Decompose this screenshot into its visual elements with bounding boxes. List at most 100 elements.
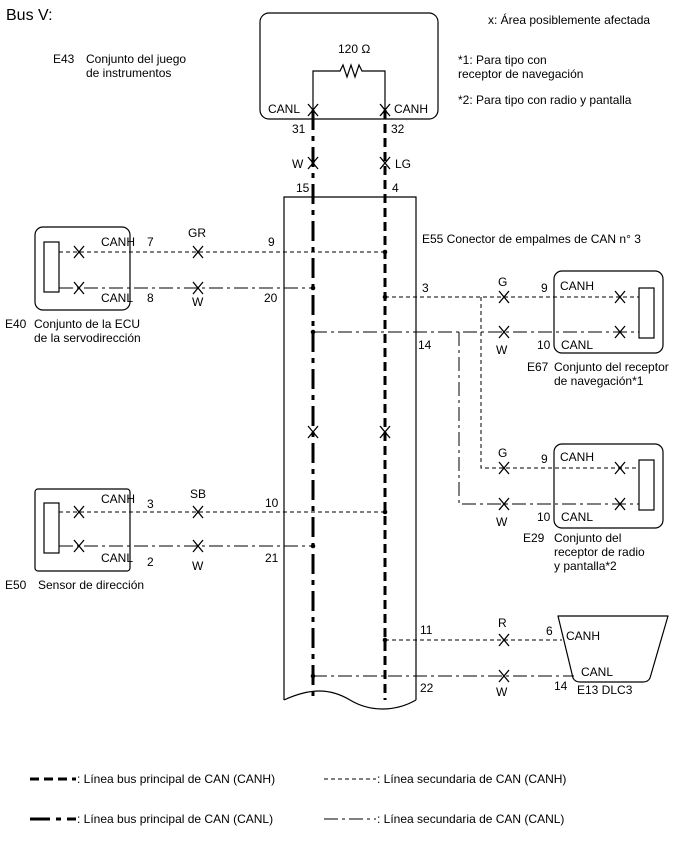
e43-canl-label: CANL bbox=[268, 102, 300, 116]
x-mark bbox=[498, 290, 510, 304]
e43-wire-canh: LG bbox=[395, 157, 411, 171]
e43-name-line2: de instrumentos bbox=[86, 66, 171, 80]
e50-code: E50 bbox=[5, 578, 27, 592]
e13-jpin-canl: 22 bbox=[420, 681, 434, 695]
e67-jpin-canl: 14 bbox=[418, 338, 432, 352]
e13-jpin-canh: 11 bbox=[420, 623, 433, 637]
e40-box bbox=[34, 226, 131, 311]
e40-power-steering-ecu: CANH CANL 7 8 GR W 9 20 E40 Conjunto de … bbox=[5, 226, 385, 345]
e67-name-line1: Conjunto del receptor bbox=[554, 360, 669, 374]
e50-jpin-canl: 21 bbox=[265, 551, 279, 565]
splice-dot bbox=[310, 673, 316, 679]
e55-box bbox=[283, 196, 417, 700]
legend-note: x: Área posiblemente afectada bbox=[488, 12, 650, 27]
e29-name-line2: receptor de radio bbox=[554, 545, 645, 559]
x-mark bbox=[614, 497, 626, 511]
splice-dot bbox=[382, 294, 388, 300]
note-1-line1: *1: Para tipo con bbox=[458, 53, 547, 67]
e50-pin-canl: 2 bbox=[147, 555, 154, 569]
x-mark bbox=[307, 425, 319, 439]
legend-main-canl: : Línea bus principal de CAN (CANL) bbox=[77, 812, 273, 826]
x-mark bbox=[73, 505, 85, 519]
e43-resistor-label: 120 Ω bbox=[338, 42, 370, 56]
e13-canh-label: CANH bbox=[566, 629, 600, 643]
e40-jpin-canh: 9 bbox=[268, 235, 275, 249]
e43-code: E43 bbox=[53, 52, 75, 66]
e55-junction-connector: E55 Conector de empalmes de CAN n° 3 bbox=[283, 196, 641, 710]
e29-name-line3: y pantalla*2 bbox=[554, 559, 617, 573]
x-mark bbox=[73, 245, 85, 259]
e43-resistor bbox=[312, 63, 386, 110]
e13-pin-canh: 6 bbox=[546, 624, 553, 638]
e29-code: E29 bbox=[523, 531, 545, 545]
e50-steering-sensor: CANH CANL 3 2 SB W 10 21 E50 Sensor de d… bbox=[5, 487, 385, 592]
x-mark bbox=[498, 669, 510, 683]
affected-area-marks bbox=[73, 103, 626, 683]
e67-wire-canl: W bbox=[496, 343, 508, 357]
e50-canl-label: CANL bbox=[101, 551, 133, 565]
x-mark bbox=[307, 103, 319, 117]
e13-canl-label: CANL bbox=[581, 665, 613, 679]
e29-connector bbox=[638, 459, 655, 511]
e29-pin-canl: 10 bbox=[537, 510, 551, 524]
x-mark bbox=[192, 539, 204, 553]
e67-canl-label: CANL bbox=[561, 338, 593, 352]
e40-pin-canl: 8 bbox=[147, 291, 154, 305]
e67-canh-label: CANH bbox=[560, 279, 594, 293]
splice-dot bbox=[310, 329, 316, 335]
e67-jpin-canh: 3 bbox=[422, 281, 429, 295]
e29-name-line1: Conjunto del bbox=[554, 531, 621, 545]
x-mark bbox=[379, 103, 391, 117]
e40-name-line2: de la servodirección bbox=[34, 331, 141, 345]
legend-sub-canh: : Línea secundaria de CAN (CANH) bbox=[377, 772, 566, 786]
e40-canh-label: CANH bbox=[101, 235, 135, 249]
e67-name-line2: de navegación*1 bbox=[554, 374, 644, 388]
e40-code: E40 bbox=[5, 317, 27, 331]
e40-connector bbox=[43, 241, 60, 293]
legend-sub-canl: : Línea secundaria de CAN (CANL) bbox=[377, 812, 564, 826]
x-mark bbox=[73, 539, 85, 553]
x-mark bbox=[614, 290, 626, 304]
splice-dot bbox=[382, 249, 388, 255]
e43-instrument-cluster: E43 Conjunto del juego de instrumentos 1… bbox=[53, 12, 439, 195]
e40-wire-canh: GR bbox=[188, 226, 206, 240]
e55-label: E55 Conector de empalmes de CAN n° 3 bbox=[422, 232, 641, 246]
e50-wire-canl: W bbox=[192, 559, 204, 573]
x-mark bbox=[498, 325, 510, 339]
e43-canh-label: CANH bbox=[394, 102, 428, 116]
e55-break bbox=[283, 690, 417, 710]
e29-box bbox=[553, 443, 664, 529]
e13-dlc3: 11 22 R W 6 14 CANH CANL E13 DLC3 bbox=[313, 615, 669, 699]
x-mark bbox=[498, 461, 510, 475]
e43-pin-canl: 31 bbox=[292, 122, 306, 136]
splice-dot bbox=[310, 543, 316, 549]
e29-wire-canl: W bbox=[496, 515, 508, 529]
e43-jpin-canl: 15 bbox=[296, 181, 310, 195]
note-1-line2: receptor de navegación bbox=[458, 67, 583, 81]
e40-jpin-canl: 20 bbox=[264, 291, 278, 305]
e13-label: E13 DLC3 bbox=[577, 683, 633, 697]
e67-code: E67 bbox=[527, 360, 549, 374]
e50-canh-label: CANH bbox=[101, 492, 135, 506]
e13-connector-shape bbox=[557, 615, 669, 683]
e40-name-line1: Conjunto de la ECU bbox=[34, 317, 140, 331]
e40-wire-canl: W bbox=[192, 295, 204, 309]
e43-box bbox=[259, 12, 439, 120]
e43-name-line1: Conjunto del juego bbox=[86, 52, 186, 66]
diagram-title: Bus V: bbox=[6, 7, 53, 24]
x-mark bbox=[498, 633, 510, 647]
e40-pin-canh: 7 bbox=[147, 235, 154, 249]
x-mark bbox=[192, 245, 204, 259]
e13-pin-canl: 14 bbox=[554, 679, 568, 693]
e29-pin-canh: 9 bbox=[541, 452, 548, 466]
e67-connector bbox=[638, 287, 655, 339]
e50-connector bbox=[43, 502, 60, 554]
e50-jpin-canh: 10 bbox=[265, 496, 279, 510]
e50-pin-canh: 3 bbox=[147, 497, 154, 511]
e50-name: Sensor de dirección bbox=[38, 578, 144, 592]
x-mark bbox=[498, 497, 510, 511]
x-mark bbox=[614, 461, 626, 475]
x-mark bbox=[379, 425, 391, 439]
e43-wire-canl: W bbox=[292, 157, 304, 171]
